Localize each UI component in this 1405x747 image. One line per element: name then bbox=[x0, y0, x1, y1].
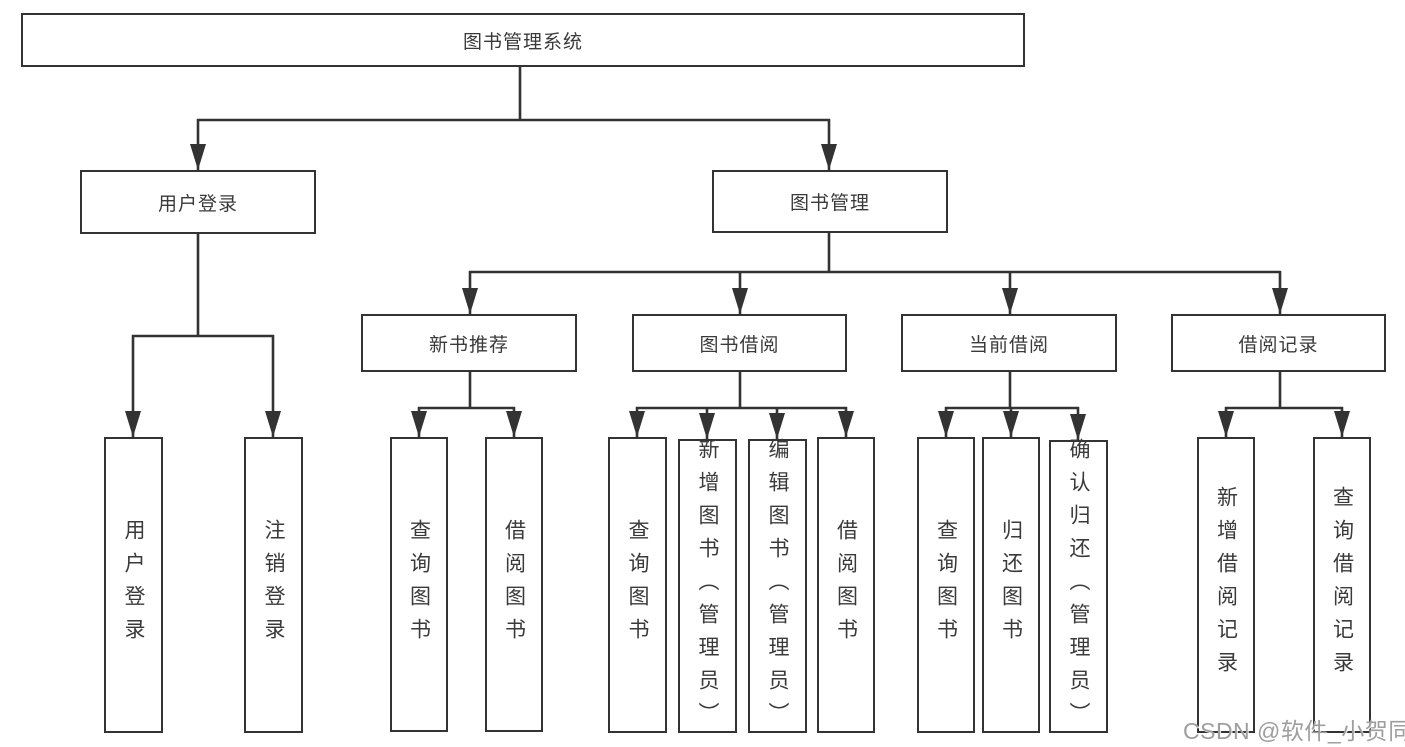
node-label: 用户登录 bbox=[122, 519, 145, 651]
node-label: 新增图书（管理员） bbox=[696, 437, 719, 735]
node-library-management-system: 图书管理系统 bbox=[21, 13, 1025, 67]
node-borrow-records: 借阅记录 bbox=[1171, 314, 1386, 372]
node-label: 归还图书 bbox=[999, 519, 1023, 651]
node-current-borrowing: 当前借阅 bbox=[901, 314, 1117, 372]
node-borrow-books-borrowing: 借阅图书 bbox=[817, 437, 875, 733]
node-query-books-recommend: 查询图书 bbox=[390, 437, 448, 732]
node-add-book-admin: 新增图书（管理员） bbox=[678, 437, 737, 735]
node-label: 借阅记录 bbox=[1238, 334, 1319, 356]
node-label: 图书借阅 bbox=[699, 334, 780, 356]
node-new-book-recommend: 新书推荐 bbox=[361, 314, 577, 372]
node-label: 查询图书 bbox=[934, 519, 958, 651]
node-label: 查询图书 bbox=[626, 519, 649, 651]
node-label: 注销登录 bbox=[262, 519, 285, 651]
node-book-management: 图书管理 bbox=[712, 170, 948, 233]
node-label: 查询借阅记录 bbox=[1330, 486, 1354, 684]
node-label: 借阅图书 bbox=[502, 518, 526, 651]
node-user-login: 用户登录 bbox=[80, 170, 316, 234]
node-label: 图书管理 bbox=[789, 193, 870, 214]
node-add-borrow-record: 新增借阅记录 bbox=[1197, 437, 1255, 733]
node-label: 用户登录 bbox=[157, 193, 238, 215]
node-query-books-current: 查询图书 bbox=[917, 437, 975, 733]
node-query-books-borrowing: 查询图书 bbox=[608, 437, 667, 733]
node-query-borrow-record: 查询借阅记录 bbox=[1313, 437, 1371, 733]
node-return-books: 归还图书 bbox=[982, 437, 1040, 733]
node-label: 确认归还（管理员） bbox=[1067, 438, 1090, 735]
csdn-watermark: CSDN @软件_小贺同学 bbox=[1183, 718, 1405, 744]
node-label: 查询图书 bbox=[407, 518, 431, 651]
node-book-borrowing: 图书借阅 bbox=[632, 314, 847, 372]
node-label: 借阅图书 bbox=[834, 519, 858, 651]
node-borrow-books-recommend: 借阅图书 bbox=[485, 437, 543, 732]
node-logout: 注销登录 bbox=[244, 437, 303, 733]
node-edit-book-admin: 编辑图书（管理员） bbox=[748, 437, 807, 735]
node-user-login-leaf: 用户登录 bbox=[104, 437, 163, 733]
node-confirm-return-admin: 确认归还（管理员） bbox=[1049, 438, 1108, 735]
node-label: 新增借阅记录 bbox=[1214, 486, 1238, 684]
node-label: 图书管理系统 bbox=[462, 31, 583, 53]
node-label: 编辑图书（管理员） bbox=[766, 437, 789, 735]
node-label: 当前借阅 bbox=[968, 334, 1049, 356]
node-label: 新书推荐 bbox=[428, 334, 509, 356]
